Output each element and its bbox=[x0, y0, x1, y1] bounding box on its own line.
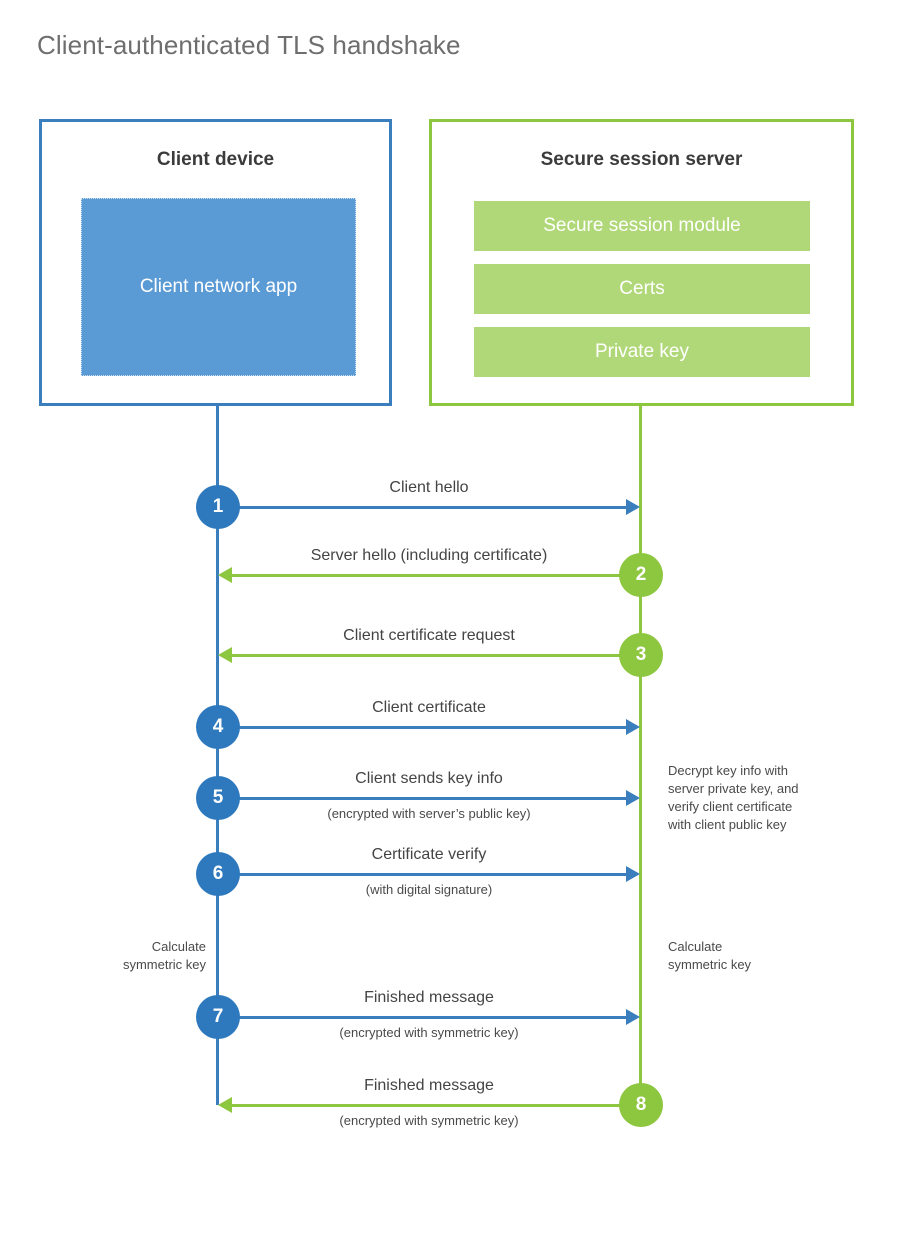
arrow-shaft-step-3 bbox=[229, 654, 640, 657]
arrow-shaft-step-7 bbox=[217, 1016, 630, 1019]
arrow-shaft-step-4 bbox=[217, 726, 630, 729]
step-badge-3[interactable]: 3 bbox=[619, 633, 663, 677]
server-module-certs: Certs bbox=[474, 264, 810, 314]
secure-session-server-box: Secure session server Secure session mod… bbox=[429, 119, 854, 406]
step-badge-8[interactable]: 8 bbox=[619, 1083, 663, 1127]
arrow-head-step-7 bbox=[626, 1009, 640, 1025]
step-label-6: Certificate verify bbox=[371, 846, 487, 863]
step-badge-6[interactable]: 6 bbox=[196, 852, 240, 896]
step-badge-4[interactable]: 4 bbox=[196, 705, 240, 749]
server-module-private-key: Private key bbox=[474, 327, 810, 377]
arrow-head-step-4 bbox=[626, 719, 640, 735]
arrow-head-step-6 bbox=[626, 866, 640, 882]
step-badge-7[interactable]: 7 bbox=[196, 995, 240, 1039]
client-lifeline bbox=[216, 406, 219, 1105]
arrow-head-step-2 bbox=[218, 567, 232, 583]
step-badge-2[interactable]: 2 bbox=[619, 553, 663, 597]
side-note-left-1: Calculate symmetric key bbox=[122, 939, 206, 972]
arrow-head-step-8 bbox=[218, 1097, 232, 1113]
client-network-app-block: Client network app bbox=[81, 198, 356, 376]
step-sublabel-8: (encrypted with symmetric key) bbox=[339, 1113, 519, 1128]
server-module-secure-session-module: Secure session module bbox=[474, 201, 810, 251]
step-badge-5[interactable]: 5 bbox=[196, 776, 240, 820]
client-device-box: Client device Client network app bbox=[39, 119, 392, 406]
step-label-8: Finished message bbox=[364, 1077, 494, 1094]
step-label-5: Client sends key info bbox=[355, 770, 503, 787]
side-note-right-2: Calculate symmetric key bbox=[668, 939, 752, 972]
secure-session-server-title: Secure session server bbox=[540, 149, 743, 170]
step-label-4: Client certificate bbox=[372, 699, 486, 716]
step-sublabel-7: (encrypted with symmetric key) bbox=[339, 1025, 519, 1040]
arrow-shaft-step-2 bbox=[229, 574, 640, 577]
page-title: Client-authenticated TLS handshake bbox=[37, 30, 461, 60]
step-label-2: Server hello (including certificate) bbox=[310, 547, 548, 564]
arrow-head-step-1 bbox=[626, 499, 640, 515]
step-sublabel-5: (encrypted with server’s public key) bbox=[327, 806, 531, 821]
step-label-3: Client certificate request bbox=[343, 627, 515, 644]
step-label-7: Finished message bbox=[364, 989, 494, 1006]
arrow-shaft-step-1 bbox=[217, 506, 630, 509]
arrow-head-step-3 bbox=[218, 647, 232, 663]
step-badge-1[interactable]: 1 bbox=[196, 485, 240, 529]
step-sublabel-6: (with digital signature) bbox=[365, 882, 493, 897]
arrow-shaft-step-8 bbox=[229, 1104, 640, 1107]
server-lifeline bbox=[639, 406, 642, 1105]
arrow-head-step-5 bbox=[626, 790, 640, 806]
arrow-shaft-step-5 bbox=[217, 797, 630, 800]
step-label-1: Client hello bbox=[389, 479, 469, 496]
client-device-title: Client device bbox=[156, 149, 275, 170]
side-note-right-0: Decrypt key info with server private key… bbox=[668, 763, 799, 832]
arrow-shaft-step-6 bbox=[217, 873, 630, 876]
